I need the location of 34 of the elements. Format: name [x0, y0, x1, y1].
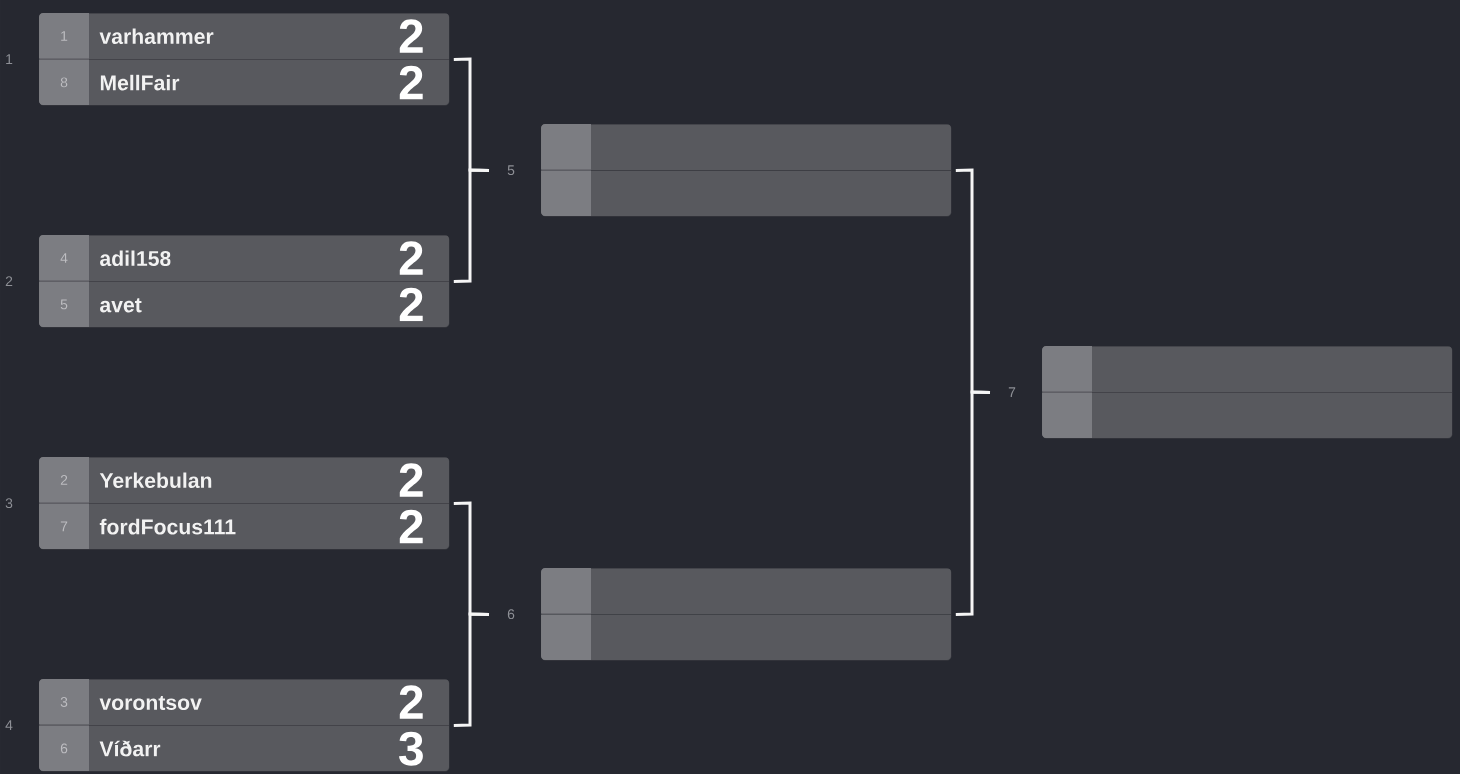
player-name: MellFair	[100, 74, 180, 91]
player-name: avet	[100, 298, 142, 313]
match-number: 4	[5, 720, 13, 730]
player-name: varhammer	[99, 28, 214, 44]
match-number: 5	[507, 165, 515, 176]
seed-cell: 2	[39, 457, 89, 503]
player-name: vorontsov	[99, 695, 202, 710]
seed-cell: 7	[39, 503, 89, 549]
player-name: fordFocus111	[99, 518, 236, 535]
match-number: 3	[5, 498, 13, 509]
seed-cell: 5	[39, 281, 89, 327]
score: 2	[399, 287, 423, 322]
player-name: Víðarr	[99, 740, 161, 757]
match-number: 6	[507, 609, 515, 620]
seed-cell: 8	[39, 59, 89, 105]
score: 2	[399, 65, 423, 100]
player-name: Yerkebulan	[99, 472, 212, 488]
seed-cell: 6	[39, 725, 89, 771]
bracket-line	[453, 168, 490, 283]
score: 2	[399, 241, 423, 275]
seed-cell: 1	[39, 13, 89, 59]
score: 2	[399, 685, 423, 719]
score: 3	[399, 731, 423, 766]
seed-cell: 4	[39, 235, 89, 281]
score: 2	[399, 509, 423, 544]
bracket-line	[453, 612, 490, 727]
seed-cell: 3	[39, 679, 89, 725]
match-number: 1	[6, 54, 13, 64]
match-number: 7	[1008, 387, 1016, 397]
match-number: 2	[5, 276, 13, 286]
score: 2	[399, 19, 423, 53]
player-name: adil158	[100, 250, 171, 266]
score: 2	[399, 463, 423, 497]
bracket-line	[955, 390, 991, 616]
